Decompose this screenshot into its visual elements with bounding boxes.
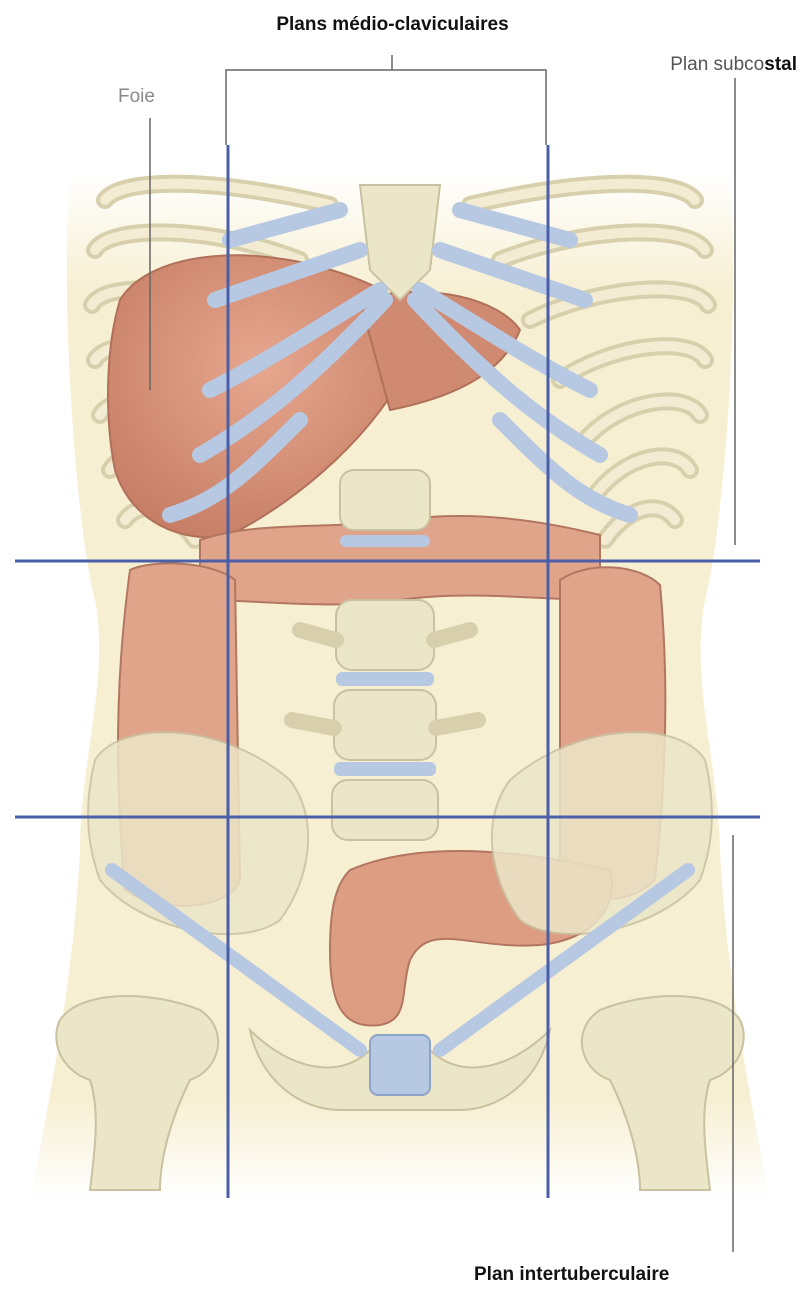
- midclavicular-planes-label: Plans médio-claviculaires: [0, 14, 785, 36]
- subcostal-label-prefix: Plan subco: [670, 54, 764, 75]
- liver-label: Foie: [118, 86, 155, 108]
- subcostal-plane-label: Plan subcostal: [670, 54, 797, 76]
- midclavicular-bracket: [226, 55, 546, 145]
- subcostal-label-suffix: stal: [764, 54, 797, 75]
- intertubercular-plane-label: Plan intertuberculaire: [474, 1264, 669, 1286]
